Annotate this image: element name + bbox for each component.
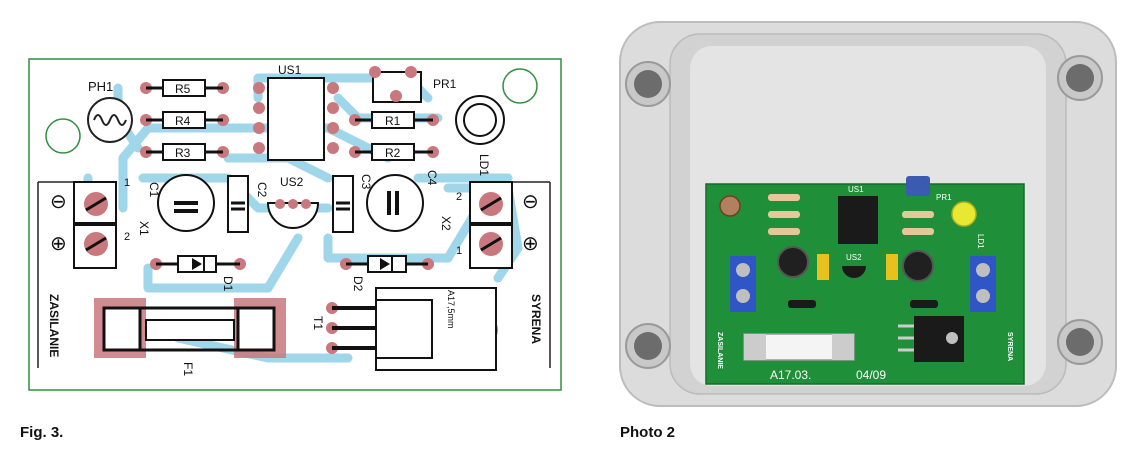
label-ph1: PH1 [88, 79, 113, 94]
caption-photo2: Photo 2 [620, 424, 675, 441]
potentiometer-pr1: PR1 [369, 66, 457, 103]
ic-us1: US1 [253, 63, 339, 161]
fuse-f1: F1 [94, 298, 286, 376]
svg-text:F1: F1 [181, 362, 195, 376]
resistor-r1: R1 [349, 111, 439, 129]
photo-label-us2: US2 [846, 253, 862, 262]
minus-symbol-right: ⊖ [522, 191, 539, 213]
svg-text:R4: R4 [175, 114, 191, 128]
svg-text:LD1: LD1 [477, 154, 491, 176]
photo-cap-c4 [902, 250, 934, 282]
svg-text:R5: R5 [175, 82, 191, 96]
photo-led [951, 201, 977, 227]
svg-text:PR1: PR1 [433, 77, 457, 91]
capacitor-c1: C1 [147, 174, 215, 232]
photo-resistors-left [768, 194, 800, 235]
led-ld1: LD1 [455, 95, 505, 176]
plus-symbol-right: ⊕ [522, 233, 539, 255]
svg-text:US1: US1 [278, 63, 302, 77]
capacitor-c3: C3 [332, 174, 373, 233]
svg-text:R1: R1 [385, 114, 401, 128]
photo-label-pr1: PR1 [936, 193, 952, 202]
screw-hole-bl [634, 332, 662, 360]
pcb-layout-svg: PH1 R5 R4 R3 US1 PR1 R1 [28, 58, 562, 391]
svg-text:D2: D2 [351, 276, 365, 292]
photo-pr1-pot [906, 176, 930, 196]
resistor-r4: R4 [140, 111, 229, 129]
pcb-layout-figure: PH1 R5 R4 R3 US1 PR1 R1 [28, 58, 563, 392]
resistor-r3: R3 [140, 143, 229, 161]
svg-text:C3: C3 [359, 174, 373, 190]
regulator-us2: US2 [266, 175, 320, 229]
svg-text:C1: C1 [147, 182, 161, 198]
photo-label-syrena: SYRENA [1006, 332, 1013, 361]
svg-text:T1: T1 [311, 316, 325, 330]
photo-cap-c2 [817, 254, 829, 280]
caption-fig3: Fig. 3. [20, 424, 64, 441]
screw-hole-tl [634, 70, 662, 98]
photo-photoresistor [719, 195, 741, 217]
photo-cap-c3 [886, 254, 898, 280]
photo-board-date: 04/09 [856, 368, 886, 382]
photo-cap-c1 [777, 246, 809, 278]
diode-d1: D1 [150, 255, 246, 292]
assembled-board-photo: US1 PR1 LD1 US2 A17.03. 04/09 ZASILANIE … [618, 16, 1118, 410]
mount-hole-top-left [45, 118, 81, 154]
photo-label-zasilanie: ZASILANIE [716, 332, 723, 369]
photo-board-code: A17.03. [770, 368, 811, 382]
label-zasilanie: ZASILANIE [47, 294, 61, 357]
label-syrena: SYRENA [529, 294, 543, 344]
photo-diode-d2 [910, 300, 938, 308]
svg-text:A17,5mm: A17,5mm [446, 290, 456, 329]
terminal-x1: 1 2 X1 [73, 177, 151, 269]
diode-d2: D2 [340, 255, 434, 292]
transistor-t1: T1 A17,5mm [311, 287, 497, 371]
svg-text:X1: X1 [137, 221, 151, 236]
svg-text:1: 1 [124, 177, 130, 189]
svg-text:2: 2 [456, 191, 462, 203]
svg-text:X2: X2 [439, 216, 453, 231]
svg-text:C2: C2 [255, 182, 269, 198]
capacitor-c2: C2 [227, 175, 269, 233]
screw-hole-tr [1066, 64, 1094, 92]
minus-symbol-left: ⊖ [50, 191, 67, 213]
mount-hole-top-right [502, 68, 538, 104]
resistor-r2: R2 [349, 143, 439, 161]
capacitor-c4: C4 [366, 170, 439, 232]
plus-symbol-left: ⊕ [50, 233, 67, 255]
photo-svg: US1 PR1 LD1 US2 A17.03. 04/09 ZASILANIE … [619, 21, 1117, 407]
svg-text:D1: D1 [221, 276, 235, 292]
svg-text:R3: R3 [175, 146, 191, 160]
photo-diode-d1 [788, 300, 816, 308]
photo-resistors-right [902, 211, 934, 235]
svg-text:US2: US2 [280, 175, 304, 189]
photo-label-us1: US1 [848, 185, 864, 194]
svg-text:2: 2 [124, 231, 130, 243]
svg-text:R2: R2 [385, 146, 401, 160]
svg-text:1: 1 [456, 245, 462, 257]
terminal-x2: 2 1 X2 [439, 181, 513, 269]
screw-hole-br [1066, 328, 1094, 356]
photo-us2 [842, 266, 866, 278]
svg-text:C4: C4 [425, 170, 439, 186]
photo-us1-chip [838, 196, 878, 244]
photo-label-ld1: LD1 [976, 234, 985, 249]
resistor-r5: R5 [140, 79, 229, 97]
